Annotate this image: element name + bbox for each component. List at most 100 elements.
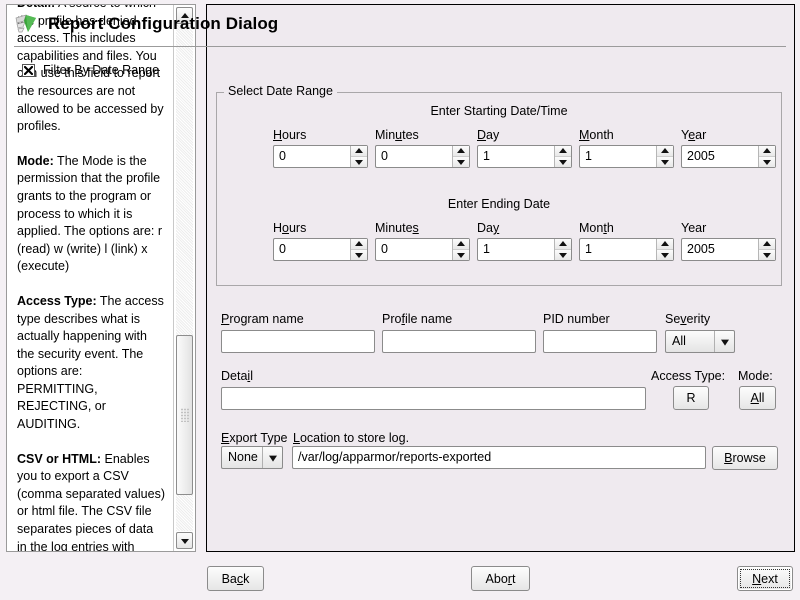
starting-hours-value[interactable]: 0 xyxy=(279,149,286,163)
stepper-down-button[interactable] xyxy=(759,249,775,260)
starting-month-value[interactable]: 1 xyxy=(585,149,592,163)
ending-minutes-value[interactable]: 0 xyxy=(381,242,388,256)
starting-minutes-spinner[interactable]: 0 xyxy=(375,145,470,168)
next-button[interactable]: Next xyxy=(737,566,793,591)
chevron-down-icon xyxy=(268,455,277,462)
ending-month-value[interactable]: 1 xyxy=(585,242,592,256)
browse-button[interactable]: Browse xyxy=(712,446,778,470)
abort-button[interactable]: Abort xyxy=(471,566,530,591)
triangle-down-icon xyxy=(457,253,465,258)
starting-minutes-value[interactable]: 0 xyxy=(381,149,388,163)
stepper-up-button[interactable] xyxy=(453,239,469,249)
starting-hours-spinner[interactable]: 0 xyxy=(273,145,368,168)
starting-minutes-stepper[interactable] xyxy=(452,146,469,167)
export-type-select[interactable]: None xyxy=(221,446,283,469)
program-name-cell: Program name xyxy=(221,312,375,353)
stepper-down-button[interactable] xyxy=(657,156,673,167)
mode-label: Mode: xyxy=(738,369,773,383)
starting-year-cell: Year 2005 xyxy=(681,128,776,168)
ending-hours-stepper[interactable] xyxy=(350,239,367,260)
title-divider xyxy=(14,46,786,47)
starting-year-spinner[interactable]: 2005 xyxy=(681,145,776,168)
stepper-down-button[interactable] xyxy=(555,156,571,167)
triangle-up-icon xyxy=(457,148,465,153)
triangle-down-icon xyxy=(355,160,363,165)
access-type-button[interactable]: R xyxy=(673,386,709,410)
severity-select[interactable]: All xyxy=(665,330,735,353)
stepper-up-button[interactable] xyxy=(657,146,673,156)
mode-button[interactable]: All xyxy=(739,386,776,410)
stepper-down-button[interactable] xyxy=(453,156,469,167)
profile-name-input[interactable] xyxy=(382,330,536,353)
ending-year-spinner[interactable]: 2005 xyxy=(681,238,776,261)
pid-number-input[interactable] xyxy=(543,330,657,353)
detail-input[interactable] xyxy=(221,387,646,410)
starting-hours-stepper[interactable] xyxy=(350,146,367,167)
triangle-up-icon xyxy=(559,148,567,153)
ending-minutes-spinner[interactable]: 0 xyxy=(375,238,470,261)
abort-button-label: Abort xyxy=(485,571,516,586)
program-name-label: Program name xyxy=(221,312,304,326)
ending-month-label: Month xyxy=(579,221,614,235)
triangle-up-icon xyxy=(763,148,771,153)
scroll-up-button[interactable] xyxy=(176,7,193,24)
starting-month-spinner[interactable]: 1 xyxy=(579,145,674,168)
starting-day-spinner[interactable]: 1 xyxy=(477,145,572,168)
ending-year-label: Year xyxy=(681,221,707,235)
export-type-dropdown-arrow[interactable] xyxy=(262,447,282,468)
help-text-panel: Detail: A source to which the profile ha… xyxy=(6,4,196,552)
ending-hours-value[interactable]: 0 xyxy=(279,242,286,256)
stepper-up-button[interactable] xyxy=(351,239,367,249)
back-button[interactable]: Back xyxy=(207,566,264,591)
ending-hours-spinner[interactable]: 0 xyxy=(273,238,368,261)
ending-day-stepper[interactable] xyxy=(554,239,571,260)
stepper-up-button[interactable] xyxy=(351,146,367,156)
severity-dropdown-arrow[interactable] xyxy=(714,331,734,352)
chevron-down-icon xyxy=(720,339,729,346)
profile-name-cell: Profile name xyxy=(382,312,536,353)
severity-cell: Severity All xyxy=(665,312,735,353)
starting-year-value[interactable]: 2005 xyxy=(687,149,715,163)
stepper-up-button[interactable] xyxy=(453,146,469,156)
starting-day-stepper[interactable] xyxy=(554,146,571,167)
stepper-up-button[interactable] xyxy=(657,239,673,249)
stepper-up-button[interactable] xyxy=(555,239,571,249)
stepper-down-button[interactable] xyxy=(657,249,673,260)
export-location-input[interactable]: /var/log/apparmor/reports-exported xyxy=(292,446,706,469)
help-term: CSV or HTML: xyxy=(17,451,102,466)
filter-by-date-range-checkbox[interactable] xyxy=(22,63,35,77)
triangle-up-icon xyxy=(559,241,567,246)
triangle-down-icon xyxy=(180,538,189,544)
grip-icon xyxy=(180,408,189,422)
stepper-down-button[interactable] xyxy=(759,156,775,167)
triangle-up-icon xyxy=(661,148,669,153)
ending-month-spinner[interactable]: 1 xyxy=(579,238,674,261)
starting-day-label: Day xyxy=(477,128,500,142)
filter-by-date-range-row[interactable]: Filter By Date Range xyxy=(22,63,159,77)
starting-day-value[interactable]: 1 xyxy=(483,149,490,163)
starting-year-stepper[interactable] xyxy=(758,146,775,167)
ending-year-value[interactable]: 2005 xyxy=(687,242,715,256)
stepper-down-button[interactable] xyxy=(351,249,367,260)
scroll-down-button[interactable] xyxy=(176,532,193,549)
ending-year-stepper[interactable] xyxy=(758,239,775,260)
stepper-down-button[interactable] xyxy=(555,249,571,260)
pid-number-cell: PID number xyxy=(543,312,657,353)
stepper-up-button[interactable] xyxy=(555,146,571,156)
program-name-input[interactable] xyxy=(221,330,375,353)
ending-month-stepper[interactable] xyxy=(656,239,673,260)
stepper-up-button[interactable] xyxy=(759,146,775,156)
help-body: The Mode is the permission that the prof… xyxy=(17,153,163,274)
starting-month-stepper[interactable] xyxy=(656,146,673,167)
help-scrollbar[interactable] xyxy=(173,5,195,551)
ending-day-spinner[interactable]: 1 xyxy=(477,238,572,261)
ending-day-value[interactable]: 1 xyxy=(483,242,490,256)
stepper-down-button[interactable] xyxy=(453,249,469,260)
ending-minutes-stepper[interactable] xyxy=(452,239,469,260)
triangle-down-icon xyxy=(457,160,465,165)
stepper-up-button[interactable] xyxy=(759,239,775,249)
stepper-down-button[interactable] xyxy=(351,156,367,167)
help-text-content: Detail: A source to which the profile ha… xyxy=(7,5,173,551)
severity-label: Severity xyxy=(665,312,711,326)
scrollbar-thumb[interactable] xyxy=(176,335,193,495)
